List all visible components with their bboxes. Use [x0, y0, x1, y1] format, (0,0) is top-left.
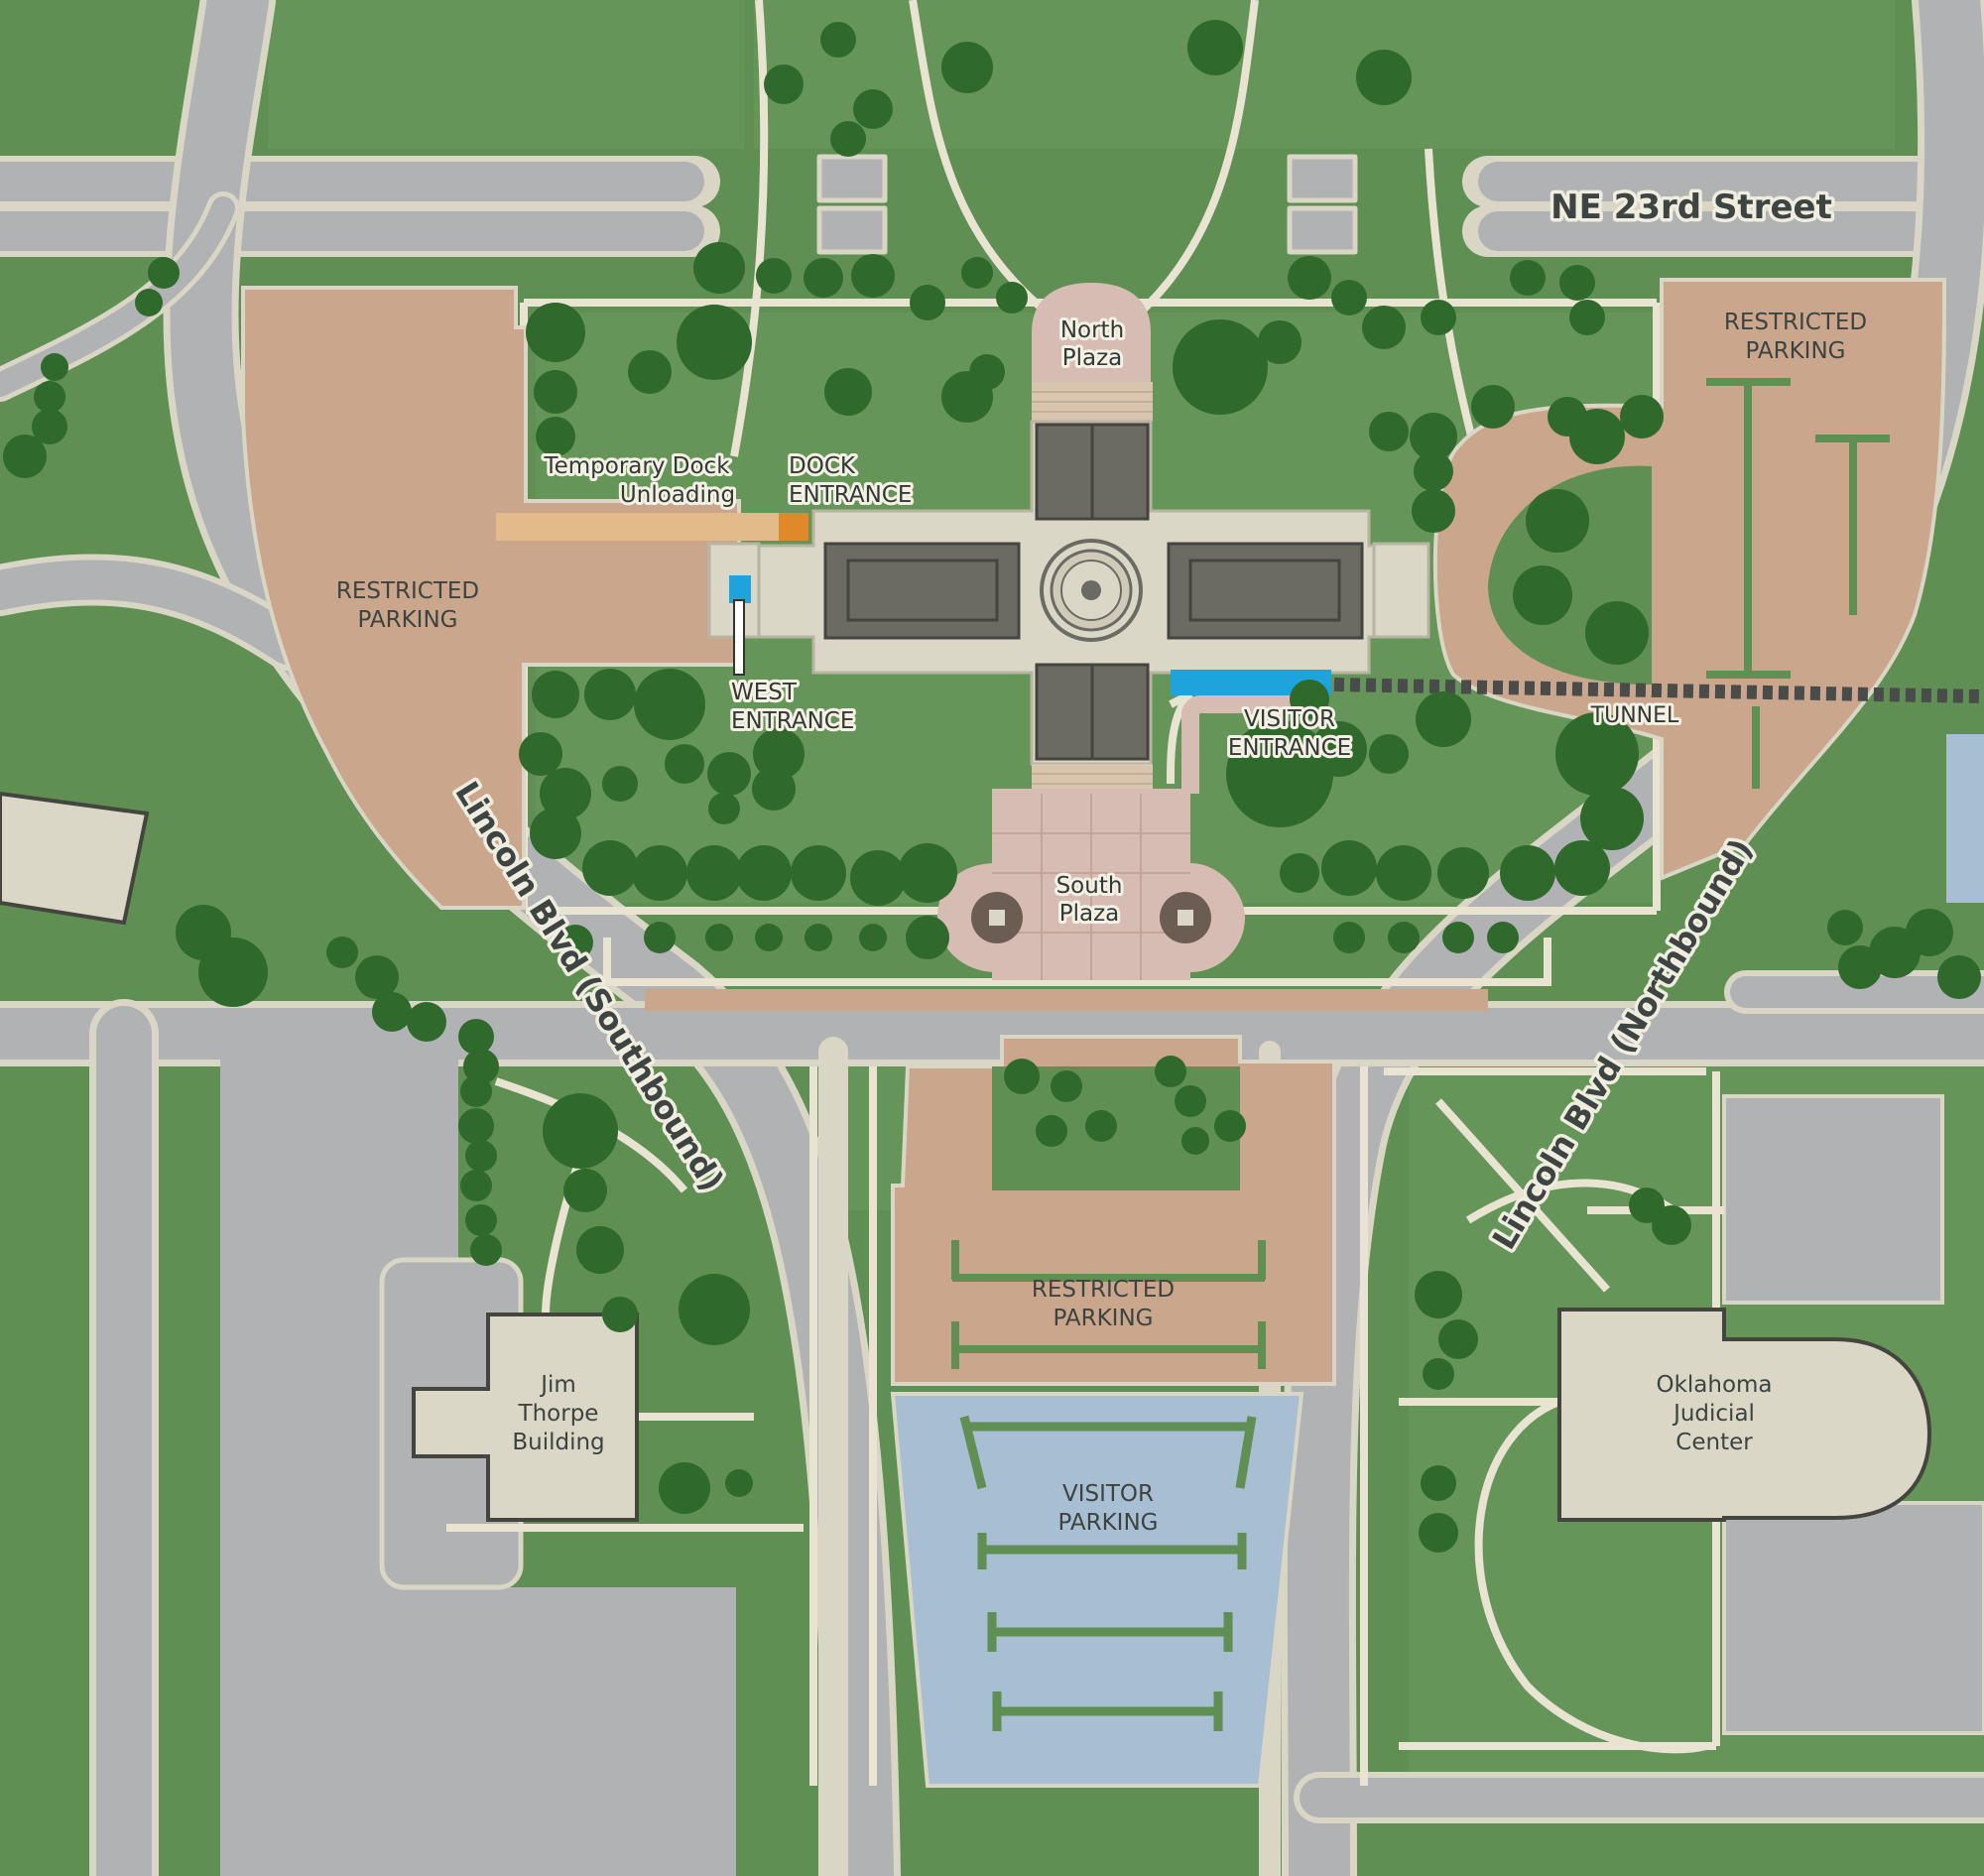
south-plaza-label-line2: Plaza [1059, 901, 1120, 927]
north-plaza-label: North Plaza [1057, 314, 1127, 374]
jim-thorpe-label-line2: Thorpe [518, 1401, 599, 1427]
trees [3, 20, 1981, 1553]
visitor-parking-label-line2: PARKING [1057, 1510, 1158, 1536]
dock-unloading-zone [496, 513, 779, 541]
jim-thorpe-label: Jim Thorpe Building [512, 1372, 604, 1455]
west-entrance-label-line1: WEST [731, 680, 798, 705]
visitor-parking [890, 1392, 1304, 1788]
tunnel-line [1333, 678, 1984, 703]
judicial-label-line3: Center [1675, 1430, 1753, 1455]
restricted-south-label-line2: PARKING [1053, 1306, 1153, 1331]
restricted-parking-east-label: RESTRICTED PARKING [1724, 310, 1867, 364]
south-plaza [937, 695, 1319, 980]
judicial-center-building [1557, 1308, 1932, 1522]
dock-entrance-label: DOCK ENTRANCE [786, 450, 915, 511]
jim-thorpe-building [412, 1313, 639, 1522]
south-tan-strip [645, 989, 1488, 1011]
restricted-parking-west [241, 286, 741, 910]
west-building [0, 791, 150, 926]
dock-entrance-label-line1: DOCK [789, 453, 856, 479]
restricted-east-label-line1: RESTRICTED [1724, 310, 1867, 335]
visitor-entrance-label: VISITOR ENTRANCE [1225, 703, 1354, 764]
visitor-parking-label-line1: VISITOR [1062, 1481, 1154, 1507]
restricted-parking-west-label: RESTRICTED PARKING [336, 578, 479, 633]
restricted-south-label-line1: RESTRICTED [1032, 1277, 1175, 1303]
visitor-parking-label: VISITOR PARKING [1057, 1481, 1158, 1536]
tunnel-label: TUNNEL [1590, 703, 1679, 728]
temp-dock-label-line2: Unloading [620, 482, 735, 508]
restricted-parking-south [891, 1035, 1336, 1386]
restricted-west-label-line2: PARKING [357, 607, 457, 633]
restricted-west-label-line1: RESTRICTED [336, 578, 479, 604]
ne23-street-label: NE 23rd Street [1550, 188, 1832, 227]
south-plaza-label: South Plaza [1054, 870, 1126, 930]
jim-thorpe-label-line3: Building [512, 1430, 604, 1455]
restricted-parking-south-label: RESTRICTED PARKING [1032, 1277, 1175, 1331]
west-entrance-label-line2: ENTRANCE [731, 708, 854, 734]
jim-thorpe-label-line1: Jim [539, 1372, 576, 1398]
south-plaza-label-line1: South [1056, 873, 1123, 899]
restricted-east-label-line2: PARKING [1745, 338, 1845, 364]
west-entrance-label: WEST ENTRANCE [728, 677, 857, 737]
temp-dock-label: Temporary Dock Unloading [540, 450, 738, 511]
west-entrance-walk [733, 599, 745, 676]
judicial-center-label: Oklahoma Judicial Center [1656, 1372, 1772, 1455]
judicial-label-line1: Oklahoma [1656, 1372, 1772, 1398]
dock-entrance-label-line2: ENTRANCE [789, 482, 912, 508]
north-plaza-label-line1: North [1060, 317, 1124, 343]
dock-entrance-marker [779, 513, 808, 541]
temp-dock-label-line1: Temporary Dock [543, 453, 730, 479]
visitor-entrance-label-line1: VISITOR [1244, 706, 1335, 732]
visitor-entrance-label-line2: ENTRANCE [1228, 735, 1351, 761]
west-entrance-marker [729, 575, 751, 603]
north-plaza-label-line2: Plaza [1062, 345, 1123, 371]
capitol-building [707, 283, 1430, 804]
judicial-label-line2: Judicial [1672, 1401, 1755, 1427]
